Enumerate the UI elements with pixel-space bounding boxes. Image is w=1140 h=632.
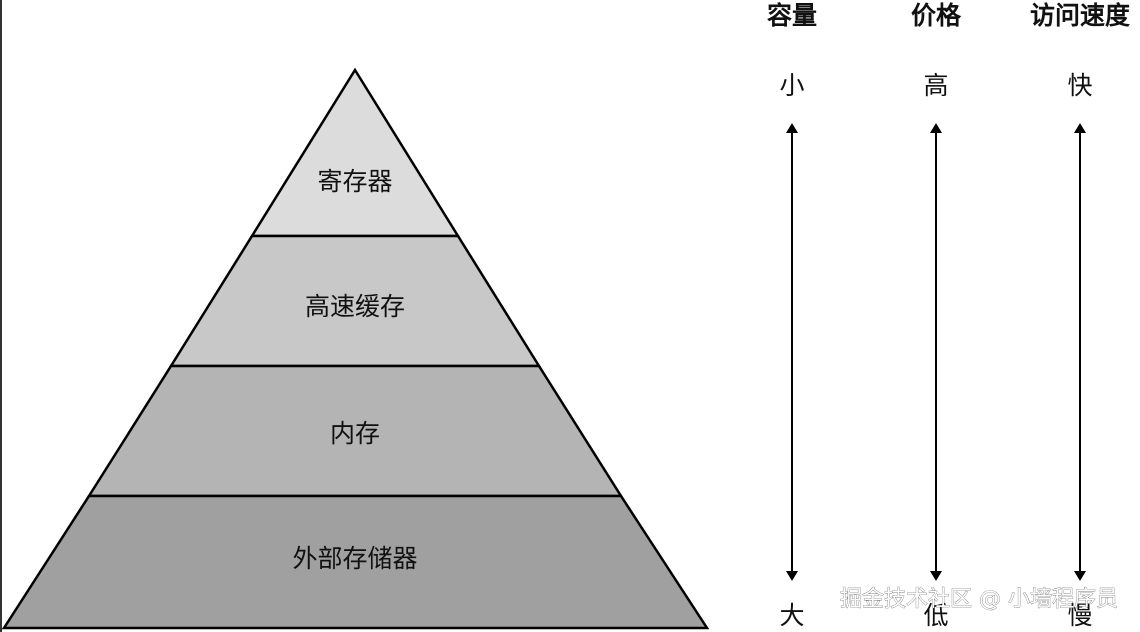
level-label-memory: 内存 <box>330 419 380 448</box>
pyramid: 寄存器 高速缓存 内存 外部存储器 <box>1 67 710 630</box>
scale-top-access-speed: 快 <box>1067 71 1092 100</box>
pyramid-level-registers <box>249 67 461 238</box>
level-label-registers: 寄存器 <box>317 167 392 196</box>
watermark: 掘金技术社区 @ 小墙程序员 <box>840 587 1118 612</box>
scale-access-speed: 访问速度 快 慢 <box>1030 1 1130 630</box>
scale-bottom-capacity: 大 <box>779 601 804 630</box>
scale-top-capacity: 小 <box>779 71 804 100</box>
scale-capacity: 容量 小 大 <box>767 1 817 630</box>
scale-bottom-access-speed: 慢 <box>1067 601 1092 630</box>
pyramid-level-external-storage <box>1 494 710 630</box>
level-label-cache: 高速缓存 <box>305 292 405 321</box>
level-label-external-storage: 外部存储器 <box>292 544 417 573</box>
scale-header-capacity: 容量 <box>767 1 817 30</box>
scale-top-price: 高 <box>923 71 948 100</box>
scale-price: 价格 高 低 <box>911 1 962 630</box>
scale-header-price: 价格 <box>911 1 962 30</box>
scale-bottom-price: 低 <box>923 601 948 630</box>
scale-header-access-speed: 访问速度 <box>1030 1 1130 30</box>
